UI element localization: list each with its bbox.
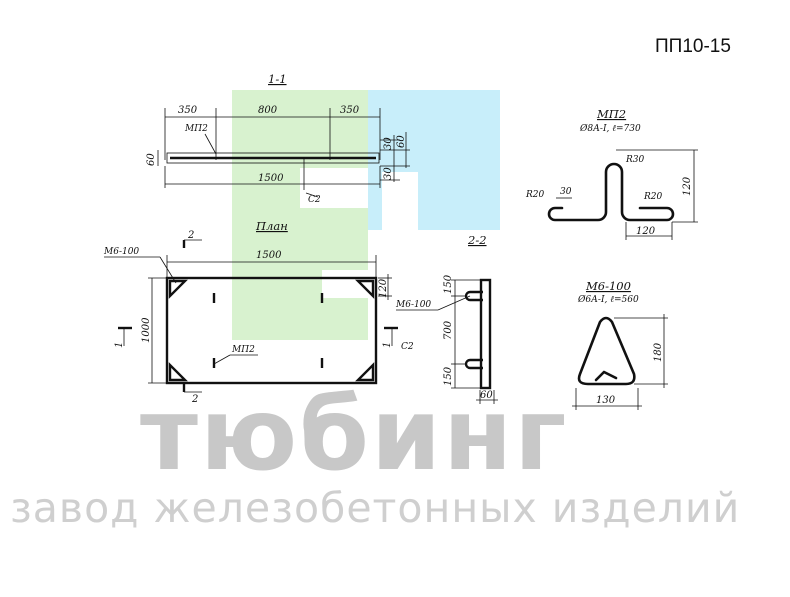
dim-350-right: 350 bbox=[340, 105, 360, 116]
detail-m6: М6-100 Ø6А-I, ℓ=560 180 130 bbox=[572, 279, 668, 410]
product-code: ПП10-15 bbox=[655, 36, 731, 57]
plan-section-mark-1-left: 1 bbox=[114, 342, 125, 348]
m6-title: М6-100 bbox=[585, 279, 631, 293]
brand-name: тюбинг bbox=[140, 376, 569, 493]
dim-thickness: 60 bbox=[146, 153, 157, 166]
dim-side-30-bottom: 30 bbox=[383, 167, 394, 180]
logo-green-block bbox=[232, 90, 368, 340]
detail-mp2: МП2 Ø8А-I, ℓ=730 R30 R20 R20 30 120 120 bbox=[525, 107, 698, 240]
dim-width-1500: 1500 bbox=[258, 173, 284, 184]
section-1-1: 1-1 350 800 350 МП2 60 1500 С2 30 60 bbox=[146, 72, 410, 205]
dim-350-left: 350 bbox=[178, 105, 198, 116]
plan-section-mark-1-right: 1 bbox=[382, 342, 393, 348]
mp2-d120-width: 120 bbox=[636, 226, 656, 237]
mp2-r30: R30 bbox=[625, 155, 645, 165]
mp2-d30: 30 bbox=[560, 187, 572, 197]
plan-dim-height: 1000 bbox=[141, 317, 152, 343]
label-c2-section: С2 bbox=[308, 195, 321, 205]
mp2-title: МП2 bbox=[596, 107, 626, 121]
plan-section-mark-2-bottom: 2 bbox=[191, 394, 198, 405]
s22-dim-width: 60 bbox=[480, 390, 493, 401]
logo-white-cut-1 bbox=[382, 172, 418, 282]
s22-dim-150-top: 150 bbox=[443, 274, 454, 294]
label-m6-plan: М6-100 bbox=[103, 247, 139, 257]
plan-dim-120: 120 bbox=[378, 278, 389, 298]
label-m6-section: М6-100 bbox=[395, 300, 431, 310]
mp2-d120-height: 120 bbox=[682, 176, 693, 196]
dim-side-30-top: 30 bbox=[383, 137, 394, 150]
section-1-1-title: 1-1 bbox=[268, 72, 287, 86]
label-mp2-section: МП2 bbox=[184, 124, 208, 134]
plan-title: План bbox=[255, 219, 288, 233]
m6-dim-height: 180 bbox=[653, 342, 664, 362]
section-2-2-title: 2-2 bbox=[467, 233, 487, 247]
logo-white-cut-2 bbox=[300, 168, 368, 208]
logo-watermark bbox=[232, 90, 500, 340]
dim-800: 800 bbox=[258, 105, 278, 116]
m6-spec: Ø6А-I, ℓ=560 bbox=[577, 294, 639, 305]
plan-section-mark-2-top: 2 bbox=[187, 230, 194, 241]
m6-dim-width: 130 bbox=[596, 395, 616, 406]
plan-dim-width: 1500 bbox=[256, 250, 282, 261]
dim-side-60: 60 bbox=[396, 135, 407, 148]
section-2-2: 2-2 150 700 150 60 М6-100 bbox=[395, 233, 498, 404]
plan-view: План 1500 1000 М6-100 МП2 120 bbox=[103, 219, 414, 405]
mp2-r20-left: R20 bbox=[525, 190, 545, 200]
s22-dim-700: 700 bbox=[443, 320, 454, 340]
brand-tagline: завод железобетонных изделий bbox=[10, 484, 741, 532]
label-mp2-plan: МП2 bbox=[231, 345, 255, 355]
mp2-r20-right: R20 bbox=[643, 192, 663, 202]
mp2-spec: Ø8А-I, ℓ=730 bbox=[579, 123, 641, 134]
s22-dim-150-bottom: 150 bbox=[443, 366, 454, 386]
label-c2-plan: С2 bbox=[401, 342, 414, 352]
